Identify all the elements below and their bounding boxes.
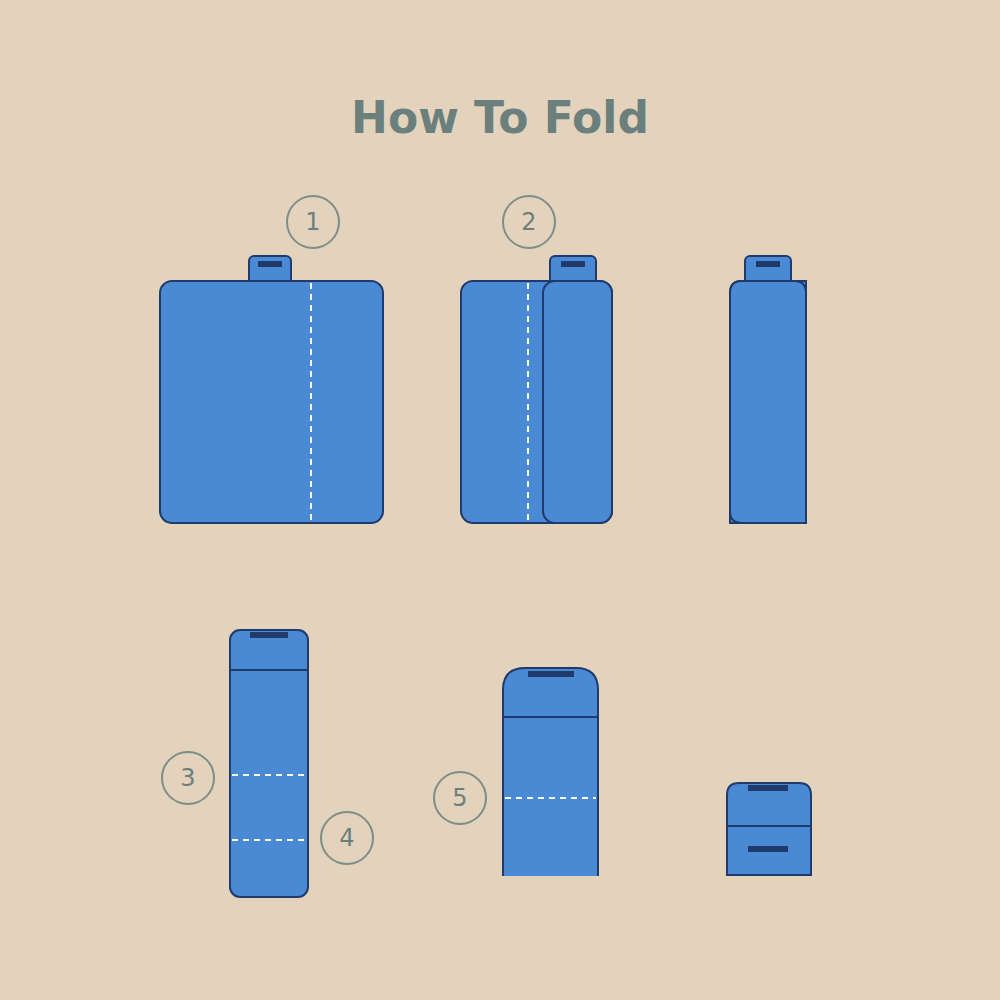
callout-circle: 5 bbox=[433, 771, 487, 825]
callout-circle: 1 bbox=[286, 195, 340, 249]
callout-number: 2 bbox=[521, 208, 536, 236]
half-folded-bag bbox=[461, 281, 612, 523]
callout-number: 4 bbox=[339, 824, 354, 852]
folded-strip bbox=[730, 281, 806, 523]
callout-circle: 4 bbox=[320, 811, 374, 865]
callout-circle: 3 bbox=[161, 751, 215, 805]
rolled-bag bbox=[503, 668, 598, 876]
title: How To Fold bbox=[0, 92, 1000, 143]
flat-bag bbox=[160, 281, 383, 523]
folded-bag bbox=[727, 783, 811, 875]
callout-number: 5 bbox=[452, 784, 467, 812]
callout-number: 3 bbox=[180, 764, 195, 792]
callout-number: 1 bbox=[305, 208, 320, 236]
folded-flap bbox=[543, 281, 612, 523]
tall-strip bbox=[230, 630, 308, 897]
callout-circle: 2 bbox=[502, 195, 556, 249]
fold-lines bbox=[232, 283, 596, 840]
